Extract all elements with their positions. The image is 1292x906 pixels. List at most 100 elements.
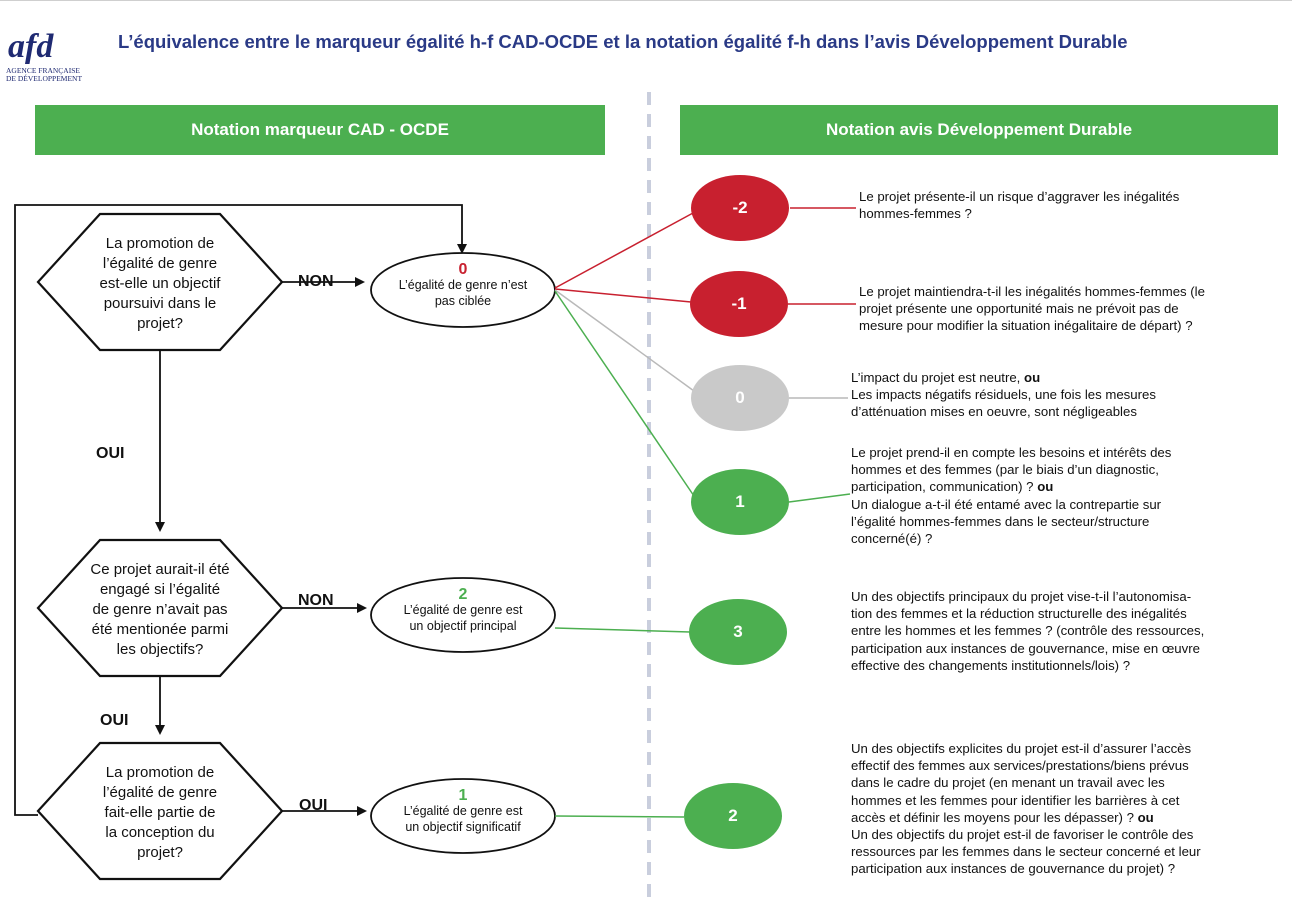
description-line: participation aux instances de gouvernan… xyxy=(851,860,1201,877)
outcome-0-line: pas ciblée xyxy=(434,294,492,308)
description-emphasis: ou xyxy=(1024,370,1041,385)
connector-to-minus-1 xyxy=(554,288,692,303)
question-3-line: fait-elle partie de xyxy=(104,804,216,821)
label-oui-3: OUI xyxy=(299,797,328,814)
description-text: Un des objectifs principaux du projet vi… xyxy=(851,589,1192,604)
afd-logo-mark: afd xyxy=(8,28,54,65)
description-text: d’atténuation mises en oeuvre, sont négl… xyxy=(851,404,1137,420)
score-1-value: 1 xyxy=(735,492,745,511)
question-3-text: La promotion de l’égalité de genre fait-… xyxy=(70,763,250,863)
description-line: Un des objectifs du projet est-il de fav… xyxy=(851,826,1201,843)
question-3-line: l’égalité de genre xyxy=(102,784,218,801)
description-text: Le projet prend-il en compte les besoins… xyxy=(851,445,1172,460)
score-0-circle: 0 xyxy=(691,365,789,431)
score-3-value: 3 xyxy=(733,622,743,641)
question-2-line: de genre n’avait pas xyxy=(92,601,228,618)
score-minus-1-value: -1 xyxy=(731,294,747,313)
connector-to-0 xyxy=(554,289,695,392)
outcome-1-number: 1 xyxy=(458,787,468,804)
outcome-1-line: un objectif significatif xyxy=(405,820,521,834)
right-column-header-label: Notation avis Développement Durable xyxy=(825,120,1133,139)
score-minus-2-description: Le projet présente-il un risque d’aggrav… xyxy=(859,188,1179,222)
description-text: hommes-femmes ? xyxy=(859,206,972,222)
score-1-circle: 1 xyxy=(691,469,789,535)
description-text: accès et définir les moyens pour les dép… xyxy=(851,809,1138,825)
score-minus-2-value: -2 xyxy=(732,198,748,217)
description-line: effectif des femmes aux services/prestat… xyxy=(851,757,1201,774)
description-line: Le projet prend-il en compte les besoins… xyxy=(851,444,1171,461)
description-line: Un dialogue a-t-il été entamé avec la co… xyxy=(851,496,1171,513)
loop-back-arrow xyxy=(14,204,467,816)
afd-logo: afd AGENCE FRANÇAISE DE DÉVELOPPEMENT xyxy=(6,27,96,89)
description-line: Un des objectifs principaux du projet vi… xyxy=(851,588,1204,605)
description-text: Le projet maintiendra-t-il les inégalité… xyxy=(859,284,1205,299)
question-1-line: est-elle un objectif xyxy=(99,275,221,292)
score-minus-1-circle: -1 xyxy=(690,271,788,337)
description-line: effective des changements institutionnel… xyxy=(851,657,1204,674)
question-3-line: La promotion de xyxy=(105,764,215,781)
question-3-line: la conception du xyxy=(105,824,215,841)
outcome-0-text: 0 L’égalité de genre n’est pas ciblée xyxy=(371,262,555,309)
description-text: tion des femmes et la réduction structur… xyxy=(851,606,1187,622)
score-0-value: 0 xyxy=(735,388,745,407)
description-emphasis: ou xyxy=(1037,479,1054,495)
outcome-2-line: L’égalité de genre est xyxy=(403,603,523,617)
outcome-1-line: L’égalité de genre est xyxy=(403,804,523,818)
description-line: hommes et les femmes pour identifier les… xyxy=(851,792,1201,809)
outcome-2-oval xyxy=(370,577,556,653)
question-3-line: projet? xyxy=(137,844,183,861)
description-text: participation, communication) ? xyxy=(851,479,1038,495)
description-text: concerné(é) ? xyxy=(851,531,933,547)
description-emphasis: ou xyxy=(1137,809,1154,825)
score-3-circle: 3 xyxy=(689,599,787,665)
question-1-line: l’égalité de genre xyxy=(102,255,218,272)
label-non-2: NON xyxy=(298,592,334,609)
connector-to-2 xyxy=(554,815,685,818)
question-1-text: La promotion de l’égalité de genre est-e… xyxy=(70,234,250,334)
description-text: Un des objectifs explicites du projet es… xyxy=(851,741,1192,756)
description-line: L’impact du projet est neutre, ou xyxy=(851,369,1156,386)
question-1-line: poursuivi dans le xyxy=(103,295,217,312)
score-2-circle: 2 xyxy=(684,783,782,849)
description-text: Les impacts négatifs résiduels, une fois… xyxy=(851,387,1156,403)
score-minus-2-circle: -2 xyxy=(691,175,789,241)
score-2-description: Un des objectifs explicites du projet es… xyxy=(851,740,1201,878)
description-line: Les impacts négatifs résiduels, une fois… xyxy=(851,386,1156,403)
score-2-value: 2 xyxy=(728,806,738,825)
logo-line-2: DE DÉVELOPPEMENT xyxy=(6,74,83,83)
description-line: concerné(é) ? xyxy=(851,530,1171,547)
description-text: mesure pour modifier la situation inégal… xyxy=(859,318,1193,334)
question-2-line: les objectifs? xyxy=(116,641,204,658)
description-text: hommes et des femmes (par le biais d’un … xyxy=(851,462,1159,478)
description-line: participation aux instances de gouvernan… xyxy=(851,640,1204,657)
logo-mark-text: afd xyxy=(8,28,54,65)
score-minus-1-description: Le projet maintiendra-t-il les inégalité… xyxy=(859,283,1205,335)
connector-to-3 xyxy=(554,627,691,633)
description-line: d’atténuation mises en oeuvre, sont négl… xyxy=(851,403,1156,420)
left-column-header-label: Notation marqueur CAD - OCDE xyxy=(191,120,449,139)
connector-to-minus-2 xyxy=(554,212,694,289)
description-line: participation, communication) ? ou xyxy=(851,478,1171,495)
question-2-text: Ce projet aurait-il été engagé si l’égal… xyxy=(65,560,255,660)
question-2-line: engagé si l’égalité xyxy=(99,581,221,598)
top-border xyxy=(0,0,1292,1)
description-text: entre les hommes et les femmes ? (contrô… xyxy=(851,623,1205,639)
question-1-line: projet? xyxy=(137,315,183,332)
description-text: dans le cadre du projet (en menant un tr… xyxy=(851,775,1165,791)
score-3-description: Un des objectifs principaux du projet vi… xyxy=(851,588,1204,674)
logo-line-1: AGENCE FRANÇAISE xyxy=(6,66,80,75)
score-1-description: Le projet prend-il en compte les besoins… xyxy=(851,444,1171,547)
description-line: hommes-femmes ? xyxy=(859,205,1179,222)
description-text: projet présente une opportunité mais ne … xyxy=(859,301,1179,317)
left-column-header: Notation marqueur CAD - OCDE xyxy=(35,105,605,155)
score-1-leader xyxy=(788,493,851,503)
description-line: tion des femmes et la réduction structur… xyxy=(851,605,1204,622)
outcome-2-text: 2 L’égalité de genre est un objectif pri… xyxy=(371,587,555,634)
outcome-1-text: 1 L’égalité de genre est un objectif sig… xyxy=(371,788,555,835)
description-text: participation aux instances de gouvernan… xyxy=(851,640,1200,656)
label-non-1: NON xyxy=(298,273,334,290)
description-line: ressources par les femmes dans le secteu… xyxy=(851,843,1201,860)
description-text: Un dialogue a-t-il été entamé avec la co… xyxy=(851,496,1162,512)
